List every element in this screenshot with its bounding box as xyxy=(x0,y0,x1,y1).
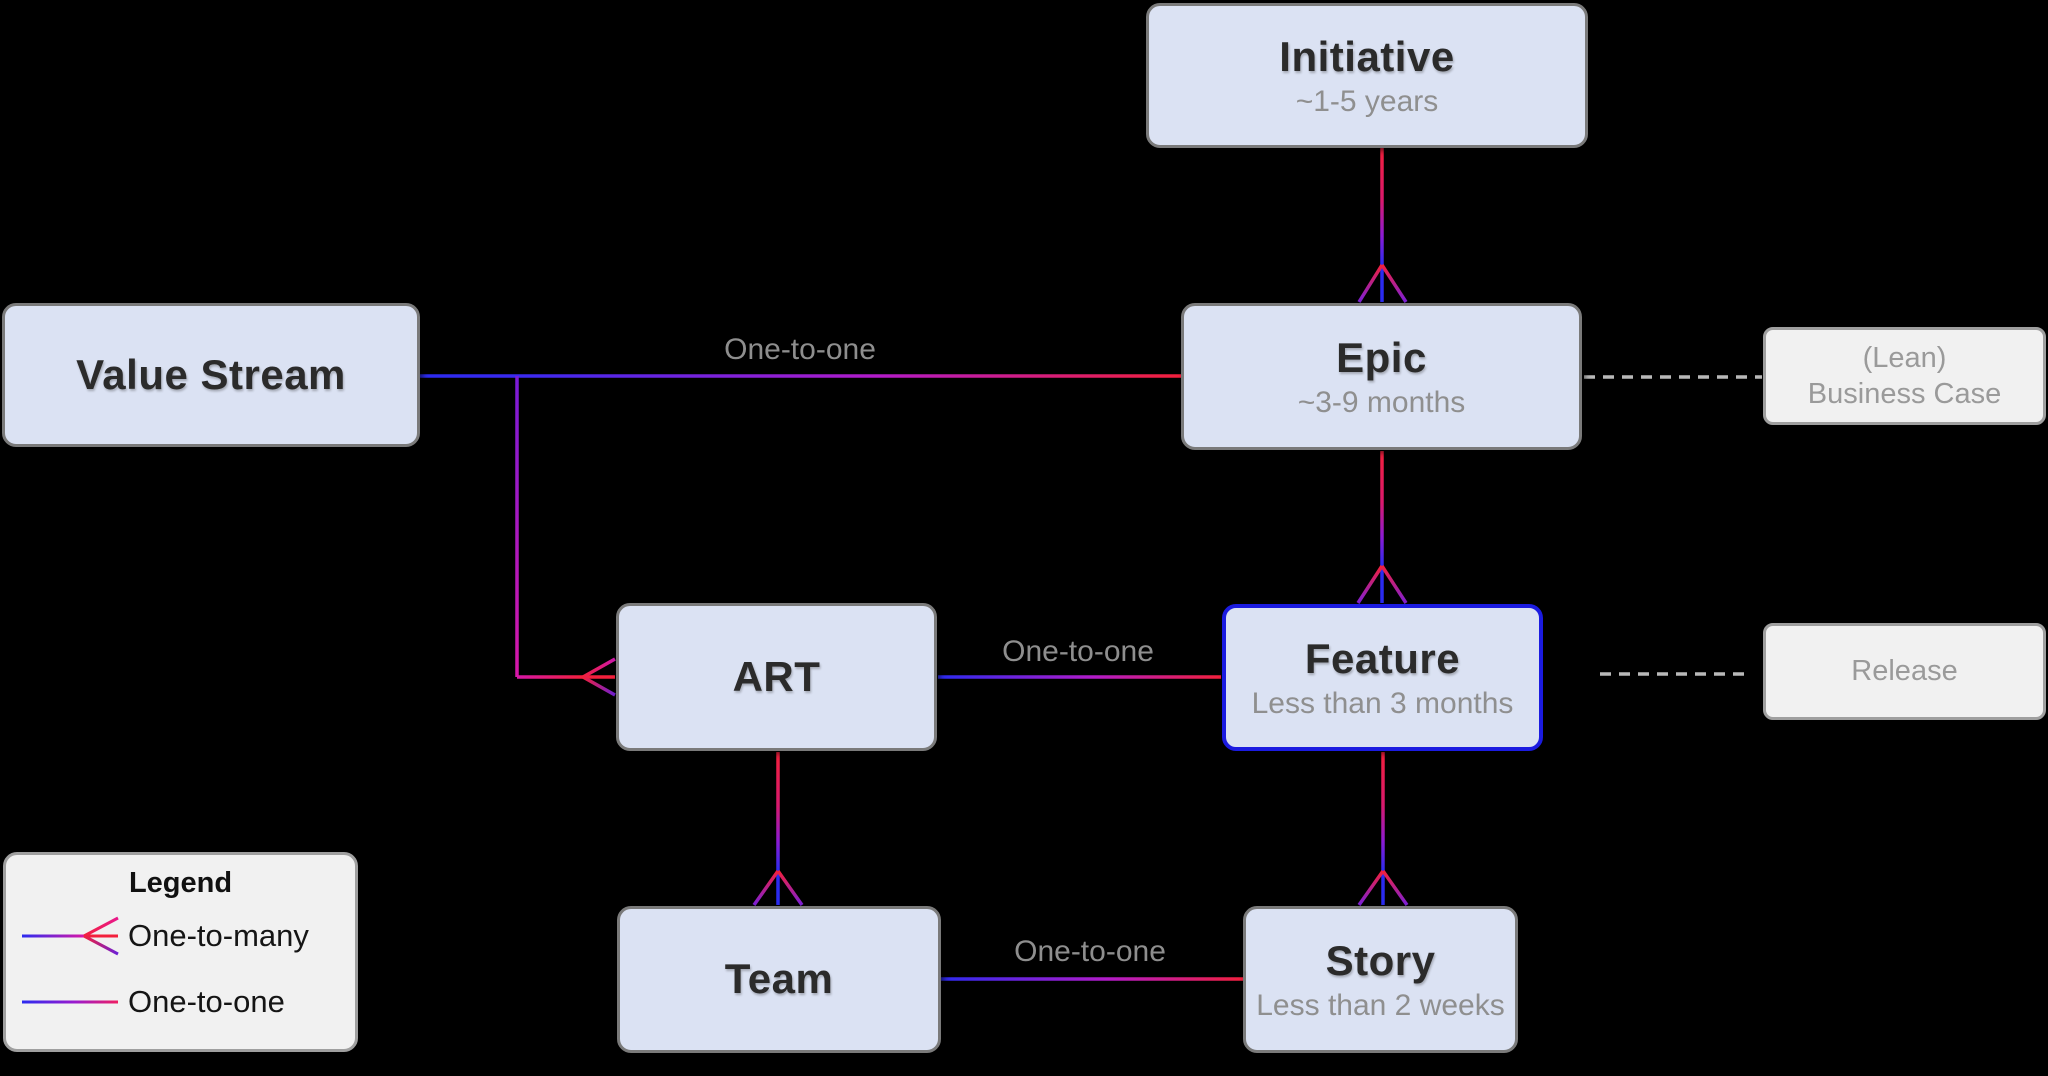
node-art-title: ART xyxy=(732,652,821,700)
node-feature-subtitle: Less than 3 months xyxy=(1251,687,1514,721)
node-team[interactable]: Team xyxy=(617,906,941,1053)
connector-art-team xyxy=(752,752,804,907)
lean-business-case-line2: Business Case xyxy=(1807,378,2002,410)
connector-feature-story xyxy=(1357,752,1409,907)
edge-label-valuestream-epic: One-to-one xyxy=(724,333,876,366)
node-epic[interactable]: Epic ~3-9 months xyxy=(1181,303,1582,450)
legend-panel: Legend One-to-ma xyxy=(3,852,358,1052)
node-value-stream-title: Value Stream xyxy=(76,350,346,398)
edge-label-team-story: One-to-one xyxy=(1014,935,1166,968)
node-release[interactable]: Release xyxy=(1763,623,2046,720)
release-title: Release xyxy=(1851,655,1958,688)
legend-item-one-to-one: One-to-one xyxy=(6,972,355,1032)
node-initiative-subtitle: ~1-5 years xyxy=(1295,85,1439,119)
edge-label-art-feature: One-to-one xyxy=(1002,635,1154,668)
node-lean-business-case[interactable]: (Lean) Business Case xyxy=(1763,327,2046,425)
one-to-many-line-icon xyxy=(22,916,119,956)
node-epic-subtitle: ~3-9 months xyxy=(1297,386,1466,420)
lean-business-case-line1: (Lean) xyxy=(1862,341,1947,374)
node-art[interactable]: ART xyxy=(616,603,937,751)
connector-valuestream-art xyxy=(515,376,616,697)
legend-item-one-to-many: One-to-many xyxy=(6,906,355,966)
node-value-stream[interactable]: Value Stream xyxy=(2,303,420,447)
node-team-title: Team xyxy=(724,955,834,1003)
node-story[interactable]: Story Less than 2 weeks xyxy=(1243,906,1518,1053)
one-to-one-line-icon xyxy=(22,1000,118,1004)
node-initiative[interactable]: Initiative ~1-5 years xyxy=(1146,3,1588,148)
node-story-subtitle: Less than 2 weeks xyxy=(1256,989,1505,1023)
legend-title: Legend xyxy=(128,867,233,899)
node-feature-title: Feature xyxy=(1304,634,1461,682)
connector-epic-feature xyxy=(1356,451,1408,604)
connector-initiative-epic xyxy=(1357,148,1408,303)
node-epic-title: Epic xyxy=(1336,333,1427,381)
node-story-title: Story xyxy=(1325,936,1436,984)
legend-label-one-to-one: One-to-one xyxy=(128,984,285,1019)
legend-label-one-to-many: One-to-many xyxy=(128,918,309,953)
node-initiative-title: Initiative xyxy=(1279,32,1455,80)
node-feature[interactable]: Feature Less than 3 months xyxy=(1222,604,1543,751)
